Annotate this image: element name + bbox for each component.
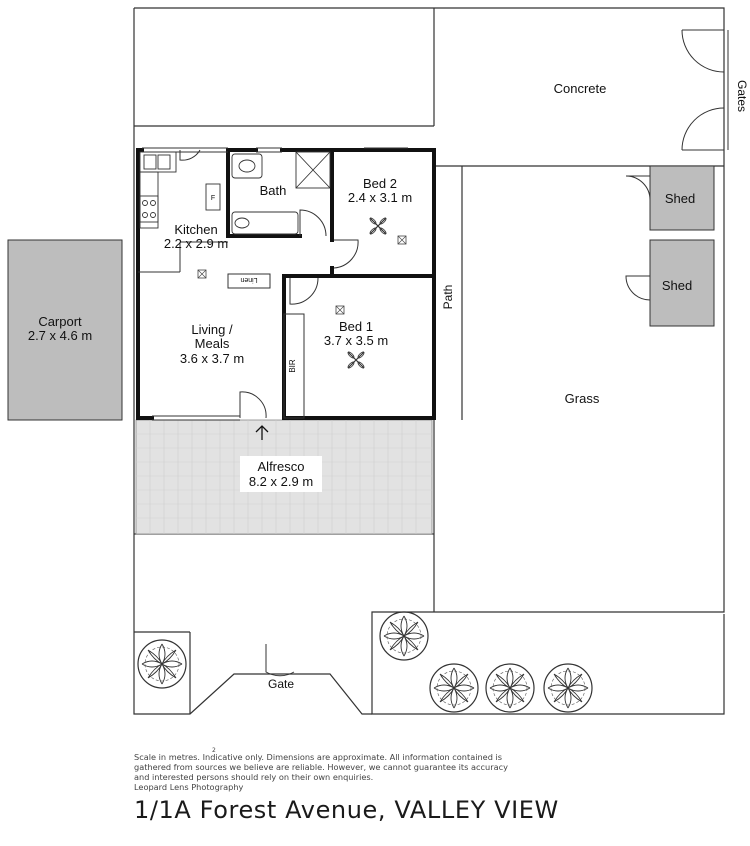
gate-door[interactable] xyxy=(265,644,295,677)
shed-lower-label: Shed xyxy=(662,278,692,293)
tree-icon xyxy=(137,639,187,689)
kitchen-name: Kitchen xyxy=(174,222,217,237)
bed1-light-icon xyxy=(335,305,345,315)
house-walls xyxy=(136,148,436,420)
concrete-label: Concrete xyxy=(554,81,607,96)
bed2-name: Bed 2 xyxy=(363,176,397,191)
shed-lower-door[interactable] xyxy=(625,275,651,301)
living-name2: Meals xyxy=(195,336,230,351)
tree-icon xyxy=(485,663,535,713)
carport-name: Carport xyxy=(38,314,82,329)
gates-label: Gates xyxy=(735,80,749,112)
front-door[interactable] xyxy=(239,391,267,419)
kitchen-dims: 2.2 x 2.9 m xyxy=(164,236,228,251)
arrow-up-icon xyxy=(255,425,269,440)
bath-fixtures xyxy=(231,151,331,235)
bath-label: Bath xyxy=(260,183,287,198)
alfresco-label-bg xyxy=(240,456,322,492)
living-name: Living / xyxy=(191,322,233,337)
tree-icon xyxy=(543,663,593,713)
alfresco-dims: 8.2 x 2.9 m xyxy=(249,474,313,489)
disclaimer-line-3: and interested persons should rely on th… xyxy=(134,772,374,782)
footnote-superscript: 2 xyxy=(212,747,216,754)
disclaimer-line-1: Scale in metres. Indicative only. Dimens… xyxy=(134,752,503,762)
kitchen-light-icon xyxy=(197,269,207,279)
carport-dims: 2.7 x 4.6 m xyxy=(28,328,92,343)
disclaimer-line-2: gathered from sources we believe are rel… xyxy=(134,762,508,772)
fridge-label: F xyxy=(211,195,215,202)
disclaimer: Scale in metres. Indicative only. Dimens… xyxy=(134,752,554,792)
gates[interactable] xyxy=(681,29,725,151)
gate-label: Gate xyxy=(268,677,294,691)
bath-door[interactable] xyxy=(299,209,327,237)
kitchen-door[interactable] xyxy=(179,149,201,161)
carport xyxy=(7,239,123,421)
bed2-light-icon xyxy=(397,235,407,245)
bed2-dims: 2.4 x 3.1 m xyxy=(348,190,412,205)
bed1-dims: 3.7 x 3.5 m xyxy=(324,333,388,348)
path-label: Path xyxy=(441,285,455,310)
alfresco-name: Alfresco xyxy=(258,459,305,474)
bir-label: BIR xyxy=(288,359,297,373)
shed-upper xyxy=(649,165,715,231)
bed1-name: Bed 1 xyxy=(339,319,373,334)
kitchen-fixtures xyxy=(139,151,221,229)
bed2-door[interactable] xyxy=(333,239,359,269)
shed-upper-label: Shed xyxy=(665,191,695,206)
bed1-ceiling-fan-icon xyxy=(346,350,366,370)
shed-upper-door[interactable] xyxy=(625,175,651,201)
interior-lines xyxy=(138,241,305,419)
grass-label: Grass xyxy=(565,391,600,406)
photo-credit: Leopard Lens Photography xyxy=(134,782,244,792)
windows xyxy=(142,147,408,421)
property-address: 1/1A Forest Avenue, VALLEY VIEW xyxy=(134,796,559,824)
living-dims: 3.6 x 3.7 m xyxy=(180,351,244,366)
bed2-ceiling-fan-icon xyxy=(368,216,388,236)
linen-label: Linen xyxy=(240,276,257,283)
bed1-door[interactable] xyxy=(289,277,319,305)
tree-icon xyxy=(429,663,479,713)
tree-icon xyxy=(379,611,429,661)
shed-lower xyxy=(649,239,715,327)
